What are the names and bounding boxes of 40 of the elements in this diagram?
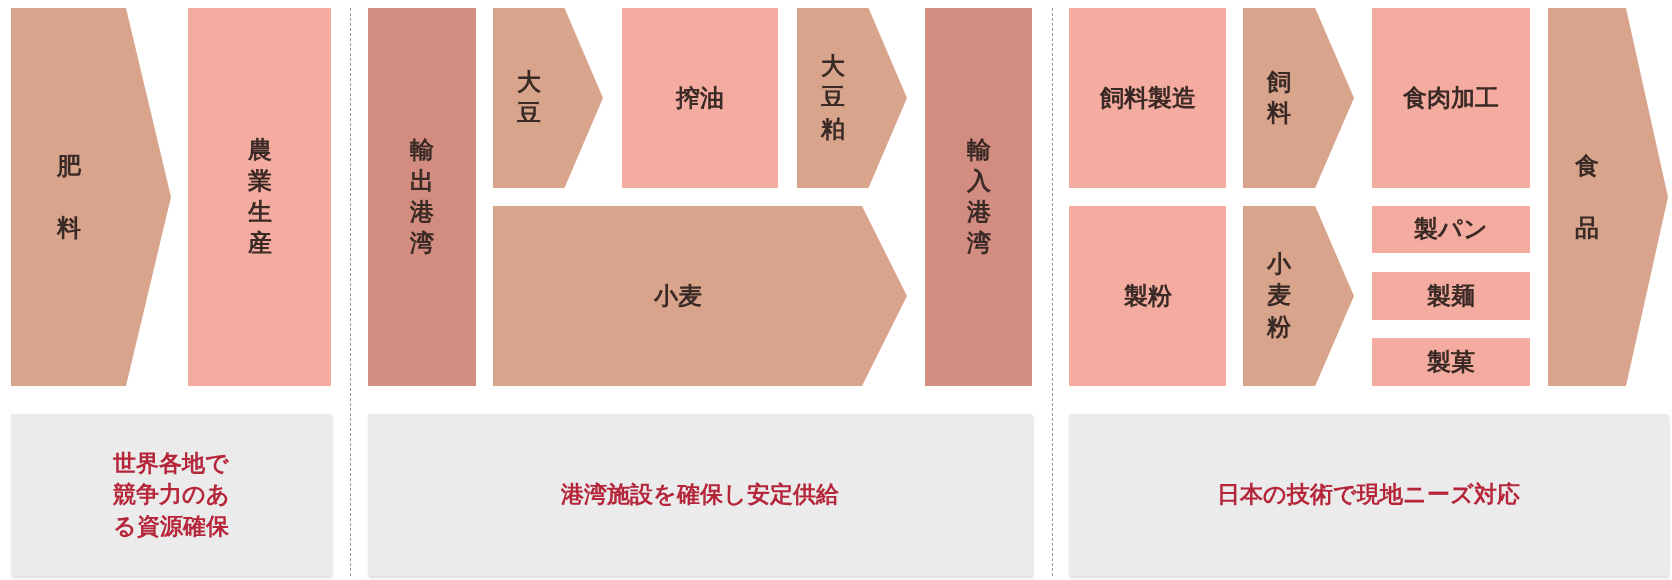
- pentagon-step-box: [1548, 8, 1668, 386]
- node-label: 製パン: [1414, 214, 1488, 246]
- node-label: 肥料: [55, 150, 82, 244]
- pentagon-step-box: [1243, 206, 1354, 386]
- process-box: [1372, 206, 1530, 253]
- pentagon-step-box: [1243, 8, 1354, 188]
- node-label: 大豆: [516, 66, 542, 129]
- node-label: 輸出港湾: [409, 134, 435, 260]
- process-box: [622, 8, 778, 188]
- node-label: 飼料製造: [1099, 82, 1196, 114]
- process-box: [188, 8, 331, 386]
- node-label: 製菓: [1427, 346, 1475, 378]
- process-box: [1372, 272, 1530, 320]
- pentagon-step-box: [493, 8, 603, 188]
- process-box: [1372, 8, 1530, 188]
- pentagon-step-box: [11, 8, 171, 386]
- summary-text: 日本の技術で現地ニーズ対応: [1217, 480, 1520, 510]
- port-box: [368, 8, 476, 386]
- pentagon-step-box: [493, 206, 907, 386]
- summary-text: 世界各地で競争力のある資源確保: [111, 449, 231, 541]
- node-label: 飼料: [1266, 66, 1292, 129]
- node-label: 製麺: [1427, 280, 1475, 312]
- node-label: 小麦: [653, 280, 702, 312]
- node-label: 小麦粉: [1266, 249, 1292, 343]
- node-label: 大豆粕: [820, 51, 846, 145]
- node-label: 搾油: [676, 82, 724, 114]
- process-box: [1372, 338, 1530, 386]
- summary-panel: [11, 414, 331, 576]
- node-label: 食肉加工: [1403, 82, 1499, 114]
- port-box: [925, 8, 1032, 386]
- node-label: 輸入港湾: [965, 134, 992, 260]
- pentagon-step-box: [797, 8, 907, 188]
- summary-panel: [1069, 414, 1668, 576]
- summary-text: 港湾施設を確保し安定供給: [561, 480, 839, 510]
- process-box: [1069, 8, 1226, 188]
- summary-panel: [368, 414, 1032, 576]
- node-label: 農業生産: [246, 134, 273, 260]
- node-label: 製粉: [1123, 280, 1172, 312]
- process-box: [1069, 206, 1226, 386]
- node-label: 食品: [1574, 150, 1600, 244]
